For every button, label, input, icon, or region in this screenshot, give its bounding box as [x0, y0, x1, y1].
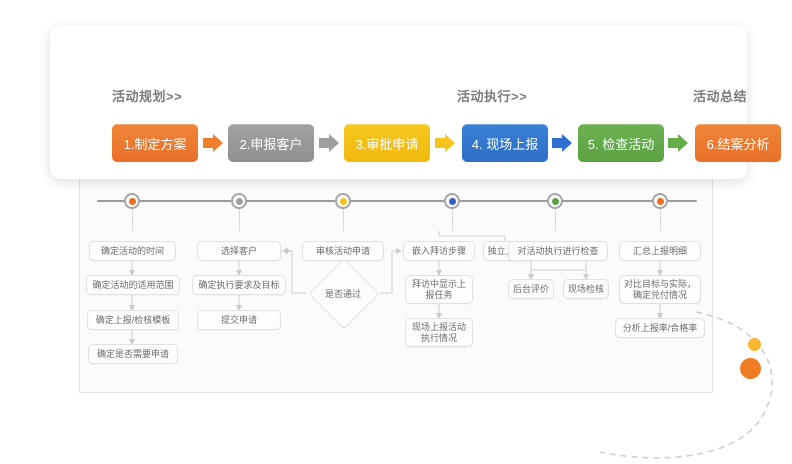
flow-box[interactable]: 分析上报率/合格率 — [615, 318, 705, 338]
step-arrow-icon — [318, 132, 340, 154]
timeline-node-dot — [235, 197, 243, 205]
phase-label: 活动规划>> — [112, 89, 183, 104]
step-button-4[interactable]: 4. 现场上报 — [462, 124, 548, 162]
timeline-stem — [239, 209, 240, 231]
phase-label: 活动总结 — [693, 89, 748, 104]
timeline-stem — [452, 209, 453, 231]
flow-box[interactable]: 选择客户 — [197, 241, 281, 261]
flow-chart-panel: 确定活动的时间确定活动的适用范围确定上报/检核模板确定是否需要申请 选择客户确定执… — [79, 170, 713, 393]
flow-box[interactable]: 确定是否需要申请 — [88, 344, 178, 364]
timeline-stem — [343, 209, 344, 231]
timeline-node-6[interactable] — [652, 193, 668, 209]
timeline-node-dot — [339, 197, 347, 205]
timeline-node-1[interactable] — [124, 193, 140, 209]
timeline-stem — [660, 209, 661, 231]
flow-box[interactable]: 现场上报活动执行情况 — [405, 318, 473, 347]
flow-box[interactable]: 汇总上报明细 — [619, 241, 701, 261]
flow-box[interactable]: 审核活动申请 — [302, 241, 384, 261]
flow-chart-canvas: 确定活动的时间确定活动的适用范围确定上报/检核模板确定是否需要申请 选择客户确定执… — [80, 171, 712, 392]
timeline-node-3[interactable] — [335, 193, 351, 209]
decor-dot-2 — [740, 358, 761, 379]
flow-box[interactable]: 嵌入拜访步骤 — [403, 241, 475, 261]
timeline-node-2[interactable] — [231, 193, 247, 209]
flow-box[interactable]: 对活动执行进行检查 — [508, 241, 608, 261]
flow-box[interactable]: 确定活动的时间 — [89, 241, 176, 261]
timeline-node-4[interactable] — [444, 193, 460, 209]
step-button-5[interactable]: 5. 检查活动 — [578, 124, 664, 162]
step-button-3[interactable]: 3.审批申请 — [344, 124, 430, 162]
timeline-node-dot — [656, 197, 664, 205]
flow-box[interactable]: 现场检核 — [563, 279, 609, 299]
phase-label: 活动执行>> — [457, 89, 528, 104]
step-arrow-icon — [667, 132, 689, 154]
timeline-node-dot — [128, 197, 136, 205]
flow-box[interactable]: 拜访中显示上报任务 — [405, 275, 473, 304]
step-arrow-icon — [551, 132, 573, 154]
decor-dot-1 — [748, 338, 761, 351]
step-button-2[interactable]: 2.申报客户 — [228, 124, 314, 162]
timeline-axis — [97, 200, 697, 202]
timeline-node-dot — [551, 197, 559, 205]
flow-box[interactable]: 确定执行要求及目标 — [192, 275, 286, 295]
flow-box[interactable]: 后台评价 — [508, 279, 554, 299]
flow-connectors — [129, 231, 663, 345]
flow-box[interactable]: 确定活动的适用范围 — [86, 275, 180, 295]
timeline-stem — [555, 209, 556, 231]
timeline-node-5[interactable] — [547, 193, 563, 209]
step-arrow-icon — [202, 132, 224, 154]
timeline-stem — [132, 209, 133, 231]
timeline-node-dot — [448, 197, 456, 205]
flow-decision-diamond[interactable]: 是否通过 — [306, 258, 380, 330]
step-button-6[interactable]: 6.结案分析 — [695, 124, 781, 162]
step-button-1[interactable]: 1.制定方案 — [112, 124, 198, 162]
diamond-label: 是否通过 — [324, 288, 361, 299]
process-overview-card: 活动规划>> 活动执行>> 活动总结 1.制定方案 2.申报客户 3.审批申请 4. 现场… — [50, 26, 781, 179]
flow-box[interactable]: 提交申请 — [197, 310, 281, 330]
step-arrow-icon — [434, 132, 456, 154]
flow-box[interactable]: 对比目标与实际，确定兑付情况 — [619, 275, 701, 304]
flow-box[interactable]: 确定上报/检核模板 — [87, 310, 179, 330]
